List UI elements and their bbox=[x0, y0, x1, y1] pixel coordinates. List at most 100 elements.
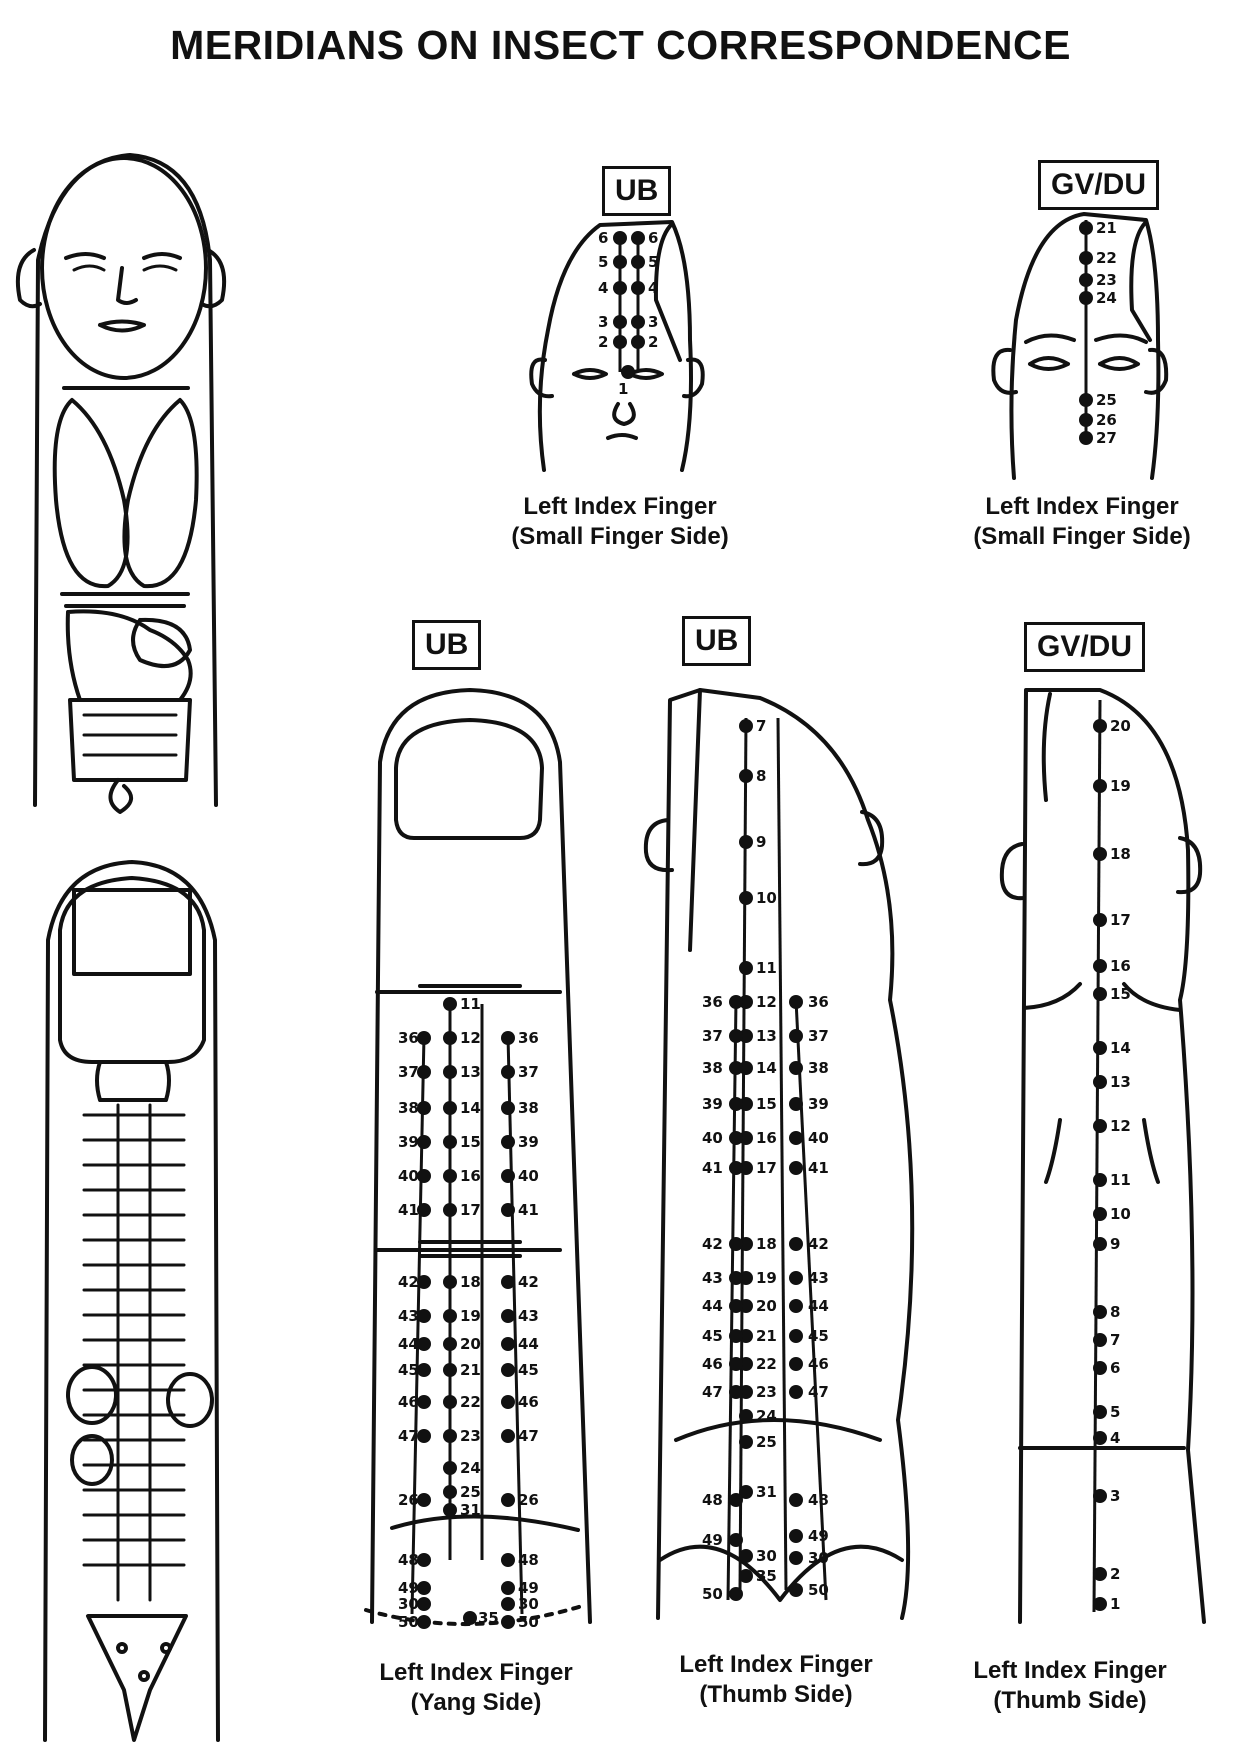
ub-yang-outer-left-point-9-label: 44 bbox=[398, 1335, 419, 1353]
ub-thumb-left-point-6-label: 41 bbox=[702, 1159, 723, 1177]
ub-thumb-right-point-11-dot bbox=[789, 1357, 803, 1371]
ub-thumb-right-point-12-label: 47 bbox=[808, 1383, 829, 1401]
ub-thumb-left-point-4-dot bbox=[729, 1097, 743, 1111]
gv-back-point-15-dot bbox=[1093, 1361, 1107, 1375]
ub-yang-caption-line1: Left Index Finger bbox=[326, 1658, 626, 1688]
ub-yang-outer-right-point-17-dot bbox=[501, 1615, 515, 1629]
ub-thumb-inner-point-22-dot bbox=[739, 1569, 753, 1583]
ub-thumb-right-point-5-dot bbox=[789, 1131, 803, 1145]
gv-back-point-19-dot bbox=[1093, 1567, 1107, 1581]
ub-yang-outer-right-point-10-label: 45 bbox=[518, 1361, 539, 1379]
gv-back-point-17-dot bbox=[1093, 1431, 1107, 1445]
gv-back-point-2-label: 19 bbox=[1110, 777, 1131, 795]
ub-yang-inner-point-9-dot bbox=[443, 1309, 457, 1323]
ub-yang-inner-point-12-label: 22 bbox=[460, 1393, 481, 1411]
ub-face-left-point-1-dot bbox=[613, 231, 627, 245]
gv-face-point-6-dot bbox=[1079, 413, 1093, 427]
ub-yang-outer-right-point-8-dot bbox=[501, 1309, 515, 1323]
ub-yang-inner-point-11-dot bbox=[443, 1363, 457, 1377]
ub-yang-inner-point-9-label: 19 bbox=[460, 1307, 481, 1325]
ub-yang-outer-left-point-8-dot bbox=[417, 1309, 431, 1323]
ub-yang-outer-left-point-3-dot bbox=[417, 1101, 431, 1115]
ub-yang-outer-right-point-2-label: 37 bbox=[518, 1063, 539, 1081]
ub-thumb-inner-point-15-label: 21 bbox=[756, 1327, 777, 1345]
ub-face-left-point-2-dot bbox=[613, 255, 627, 269]
gv-back-point-10-dot bbox=[1093, 1173, 1107, 1187]
ub-yang-bottom-point-dot bbox=[463, 1611, 477, 1625]
ub-thumb-inner-point-14-label: 20 bbox=[756, 1297, 777, 1315]
ub-thumb-inner-point-5-label: 11 bbox=[756, 959, 777, 977]
ub-thumb-right-point-3-dot bbox=[789, 1061, 803, 1075]
ub-thumb-left-point-1-dot bbox=[729, 995, 743, 1009]
ub-yang-inner-point-6-dot bbox=[443, 1169, 457, 1183]
ub-yang-outer-left-point-10-label: 45 bbox=[398, 1361, 419, 1379]
ub-thumb-left-point-8-label: 43 bbox=[702, 1269, 723, 1287]
ub-thumb-inner-point-1-label: 7 bbox=[756, 717, 766, 735]
ub-yang-line-outer-r bbox=[508, 1036, 522, 1614]
ub-yang-outer-left-point-6-label: 41 bbox=[398, 1201, 419, 1219]
ub-yang-outer-left-point-4-dot bbox=[417, 1135, 431, 1149]
ub-thumb-inner-point-11-label: 17 bbox=[756, 1159, 777, 1177]
ub-yang-outer-right-point-9-label: 44 bbox=[518, 1335, 539, 1353]
ub-face-right-point-5-dot bbox=[631, 335, 645, 349]
ub-yang-inner-point-11-label: 21 bbox=[460, 1361, 481, 1379]
gv-back-point-13-dot bbox=[1093, 1305, 1107, 1319]
ub-thumb-right-point-10-label: 45 bbox=[808, 1327, 829, 1345]
ub-yang-inner-point-10-dot bbox=[443, 1337, 457, 1351]
ub-thumb-inner-point-12-label: 18 bbox=[756, 1235, 777, 1253]
gv-back-point-7-dot bbox=[1093, 1041, 1107, 1055]
ub-yang-outer-left-point-13-label: 26 bbox=[398, 1491, 419, 1509]
gv-back-drawing bbox=[1002, 690, 1204, 1622]
ub-thumb-right-point-9-dot bbox=[789, 1299, 803, 1313]
ub-thumb-right-point-7-dot bbox=[789, 1237, 803, 1251]
gv-back-point-5-label: 16 bbox=[1110, 957, 1131, 975]
ub-yang-inner-point-12-dot bbox=[443, 1395, 457, 1409]
ub-thumb-left-point-8-dot bbox=[729, 1271, 743, 1285]
ub-face-left-point-3-dot bbox=[613, 281, 627, 295]
ub-yang-outer-right-point-4-dot bbox=[501, 1135, 515, 1149]
ub-face-left-point-2-label: 5 bbox=[598, 253, 608, 271]
gv-face-label: GV/DU bbox=[1038, 160, 1159, 210]
gv-back-label: GV/DU bbox=[1024, 622, 1145, 672]
ub-thumb-right-point-11-label: 46 bbox=[808, 1355, 829, 1373]
ub-thumb-right-point-4-dot bbox=[789, 1097, 803, 1111]
ub-yang-inner-point-4-label: 14 bbox=[460, 1099, 481, 1117]
ub-yang-inner-point-8-dot bbox=[443, 1275, 457, 1289]
ub-yang-inner-point-8-label: 18 bbox=[460, 1273, 481, 1291]
ub-yang-inner-point-4-dot bbox=[443, 1101, 457, 1115]
ub-thumb-right-point-15-label: 30 bbox=[808, 1549, 829, 1567]
ub-thumb-inner-point-8-label: 14 bbox=[756, 1059, 777, 1077]
ub-yang-inner-point-3-label: 13 bbox=[460, 1063, 481, 1081]
ub-yang-inner-point-7-label: 17 bbox=[460, 1201, 481, 1219]
ub-thumb-inner-point-3-dot bbox=[739, 835, 753, 849]
ub-yang-outer-left-point-16-dot bbox=[417, 1597, 431, 1611]
ub-thumb-inner-point-22-label: 35 bbox=[756, 1567, 777, 1585]
ub-thumb-left-point-5-dot bbox=[729, 1131, 743, 1145]
ub-thumb-line-r bbox=[778, 718, 786, 1590]
ub-yang-outer-left-point-11-label: 46 bbox=[398, 1393, 419, 1411]
gv-face-point-1-dot bbox=[1079, 221, 1093, 235]
ub-thumb-right-point-8-label: 43 bbox=[808, 1269, 829, 1287]
ub-thumb-right-point-1-label: 36 bbox=[808, 993, 829, 1011]
gv-back-point-7-label: 14 bbox=[1110, 1039, 1131, 1057]
ub-yang-inner-point-3-dot bbox=[443, 1065, 457, 1079]
ub-face-right-point-4-label: 3 bbox=[648, 313, 658, 331]
ub-yang-caption-line2: (Yang Side) bbox=[326, 1688, 626, 1718]
ub-thumb-inner-point-1-dot bbox=[739, 719, 753, 733]
ub-thumb-right-point-10-dot bbox=[789, 1329, 803, 1343]
ub-thumb-left-point-13-dot bbox=[729, 1493, 743, 1507]
ub-thumb-left-point-7-dot bbox=[729, 1237, 743, 1251]
ub-thumb-left-point-10-label: 45 bbox=[702, 1327, 723, 1345]
ub-thumb-right-point-6-dot bbox=[789, 1161, 803, 1175]
gv-back-point-6-label: 15 bbox=[1110, 985, 1131, 1003]
ub-thumb-right-point-14-label: 49 bbox=[808, 1527, 829, 1545]
ub-thumb-inner-point-4-label: 10 bbox=[756, 889, 777, 907]
ub-thumb-right-point-12-dot bbox=[789, 1385, 803, 1399]
gv-back-caption-line2: (Thumb Side) bbox=[920, 1686, 1220, 1716]
ub-face-right-point-4-dot bbox=[631, 315, 645, 329]
ub-thumb-right-point-5-label: 40 bbox=[808, 1129, 829, 1147]
ub-yang-inner-point-14-label: 24 bbox=[460, 1459, 481, 1477]
ub-thumb-left-point-15-label: 50 bbox=[702, 1585, 723, 1603]
ub-yang-outer-left-point-17-dot bbox=[417, 1615, 431, 1629]
gv-face-point-5-label: 25 bbox=[1096, 391, 1117, 409]
